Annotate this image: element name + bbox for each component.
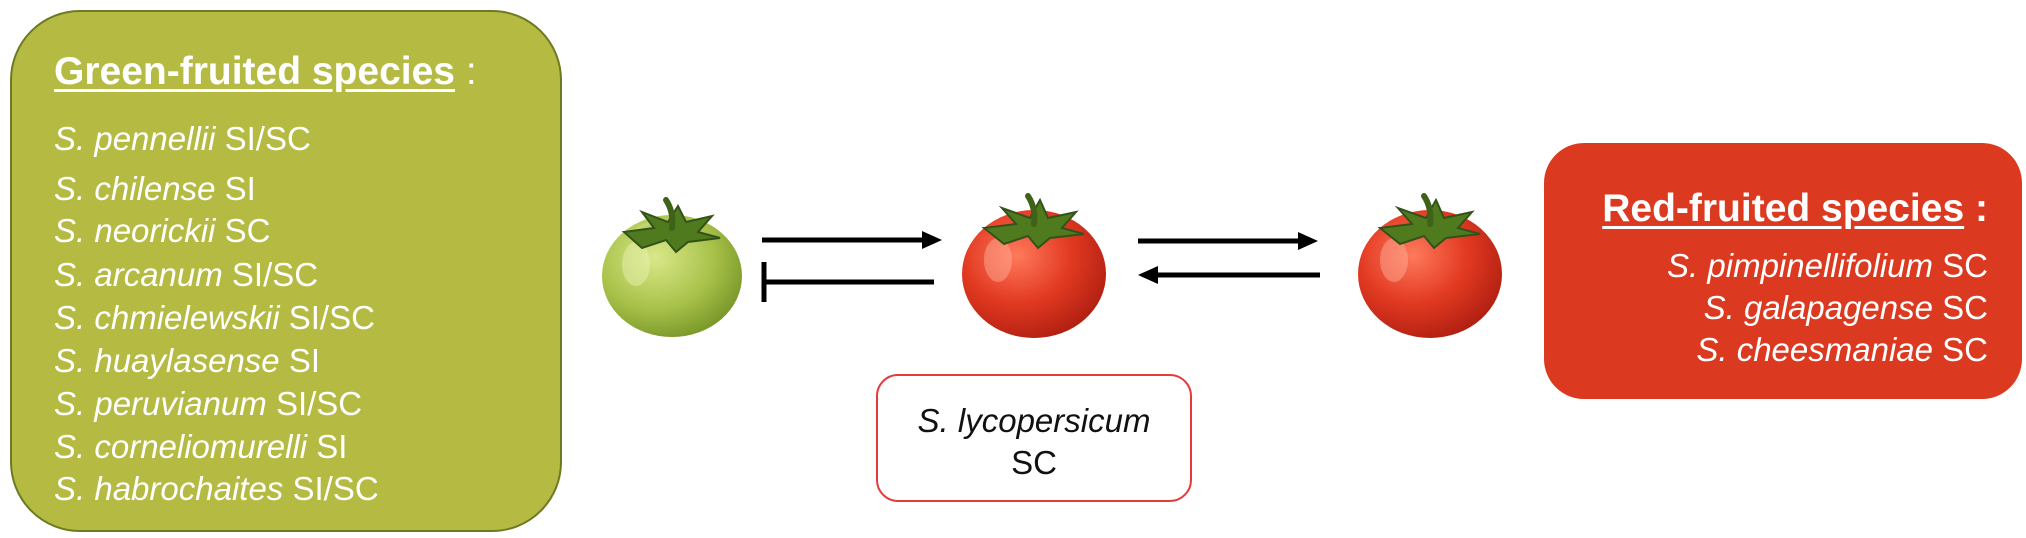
list-item: S. cheesmaniae SC [1696, 331, 1988, 369]
list-item: S. corneliomurelli SI [54, 428, 347, 466]
species-status: SI/SC [231, 256, 319, 293]
list-item: S. huaylasense SI [54, 342, 320, 380]
species-status: SI/SC [224, 120, 311, 157]
species-name: S. habrochaites [54, 470, 284, 507]
backward-arrow-icon [1138, 266, 1320, 284]
forward-arrow-icon [1138, 232, 1318, 250]
red-box-title: Red-fruited species : [1602, 187, 1988, 231]
species-status: SC [1942, 247, 1988, 284]
red-tomato-icon [962, 193, 1106, 338]
species-status: SI [224, 170, 256, 207]
species-status: SC [1942, 331, 1988, 368]
list-item: S. habrochaites SI/SC [54, 470, 379, 508]
species-status: SI/SC [275, 385, 363, 422]
forward-arrow-icon [762, 231, 942, 249]
red-tomato-icon [1358, 193, 1502, 338]
green-tomato-icon [602, 197, 742, 337]
red-fruited-species-box: Red-fruited species : S. pimpinellifoliu… [1544, 143, 2022, 399]
species-name: S. neorickii [54, 212, 216, 249]
list-item: S. chilense SI [54, 170, 256, 208]
list-item: S. chmielewskii SI/SC [54, 299, 375, 337]
list-item: S. arcanum SI/SC [54, 256, 318, 294]
list-item: S. pennellii SI/SC [54, 120, 311, 158]
list-item: S. pimpinellifolium SC [1667, 247, 1988, 285]
red-box-title-text: Red-fruited species [1602, 187, 1965, 230]
species-name: S. huaylasense [54, 342, 280, 379]
species-status: SC [224, 212, 271, 249]
species-status: SI [316, 428, 348, 465]
green-fruited-species-box: Green-fruited species : S. pennellii SI/… [10, 10, 562, 532]
species-status: SC [1942, 289, 1988, 326]
species-status: SI/SC [288, 299, 375, 336]
green-box-title-text: Green-fruited species [54, 50, 455, 93]
species-name: S. lycopersicum [917, 402, 1151, 439]
species-status: SI [288, 342, 321, 379]
species-name: S. galapagense [1703, 289, 1933, 326]
species-name: S. corneliomurelli [54, 428, 308, 465]
species-status: SI/SC [292, 470, 379, 507]
green-box-title: Green-fruited species : [54, 50, 477, 94]
cultivated-species-box: S. lycopersicum SC [876, 374, 1192, 502]
inhibition-arrow-icon [761, 262, 934, 302]
green-box-title-colon: : [465, 50, 477, 93]
species-status: SC [1011, 444, 1057, 481]
species-name: S. cheesmaniae [1696, 331, 1933, 368]
species-name: S. chmielewskii [54, 299, 280, 336]
list-item: S. peruvianum SI/SC [54, 385, 362, 423]
species-name: S. chilense [54, 170, 216, 207]
species-name: S. pimpinellifolium [1667, 247, 1933, 284]
species-name: S. peruvianum [54, 385, 267, 422]
list-item: S. neorickii SC [54, 212, 270, 250]
red-box-title-colon: : [1975, 187, 1988, 230]
list-item: S. galapagense SC [1704, 289, 1988, 327]
species-name: S. arcanum [54, 256, 223, 293]
species-name: S. pennellii [54, 120, 216, 157]
